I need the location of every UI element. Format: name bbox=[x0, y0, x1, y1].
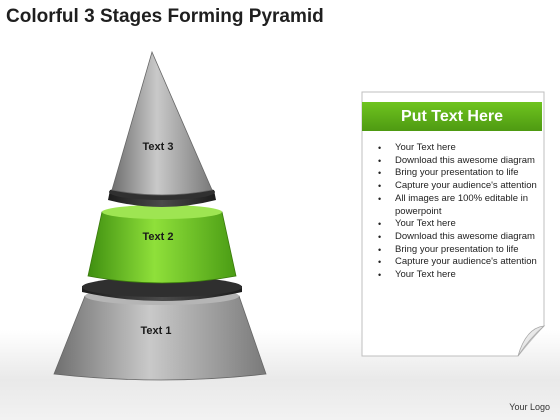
stage-1-label: Text 1 bbox=[140, 325, 172, 337]
list-item: •All images are 100% editable in powerpo… bbox=[378, 192, 529, 217]
list-item: •Download this awesome diagram bbox=[378, 230, 535, 242]
bullet-icon: • bbox=[378, 193, 382, 204]
list-item: •Your Text here bbox=[378, 218, 456, 230]
list-item: •Capture your audience's attention bbox=[378, 180, 537, 192]
pyramid-stage-3 bbox=[111, 50, 213, 196]
bullet-icon: • bbox=[378, 181, 382, 192]
pyramid-ring-lower bbox=[82, 277, 242, 301]
panel-heading: Put Text Here bbox=[362, 102, 542, 131]
bullet-list: •Your Text here •Download this awesome d… bbox=[362, 142, 544, 282]
bullet-icon: • bbox=[378, 219, 382, 230]
bullet-icon: • bbox=[378, 155, 382, 166]
list-item: •Bring your presentation to life bbox=[378, 167, 519, 179]
text-panel: Put Text Here •Your Text here •Download … bbox=[358, 88, 548, 360]
logo-placeholder: Your Logo bbox=[509, 402, 550, 412]
bullet-icon: • bbox=[378, 168, 382, 179]
list-item: •Download this awesome diagram bbox=[378, 154, 535, 166]
pyramid-diagram bbox=[53, 50, 267, 381]
bullet-icon: • bbox=[378, 270, 382, 281]
stage-2-label: Text 2 bbox=[142, 231, 174, 243]
panel-paper bbox=[361, 91, 546, 357]
stage-3-label: Text 3 bbox=[142, 141, 174, 153]
slide-title: Colorful 3 Stages Forming Pyramid bbox=[6, 6, 324, 27]
bullet-icon: • bbox=[378, 231, 382, 242]
pyramid-stage-2 bbox=[87, 205, 237, 284]
list-item: •Bring your presentation to life bbox=[378, 243, 519, 255]
bullet-icon: • bbox=[378, 244, 382, 255]
list-item: •Capture your audience's attention bbox=[378, 256, 537, 268]
bullet-icon: • bbox=[378, 257, 382, 268]
list-item: •Your Text here bbox=[378, 269, 456, 281]
bullet-icon: • bbox=[378, 143, 382, 153]
list-item: •Your Text here bbox=[378, 142, 456, 153]
